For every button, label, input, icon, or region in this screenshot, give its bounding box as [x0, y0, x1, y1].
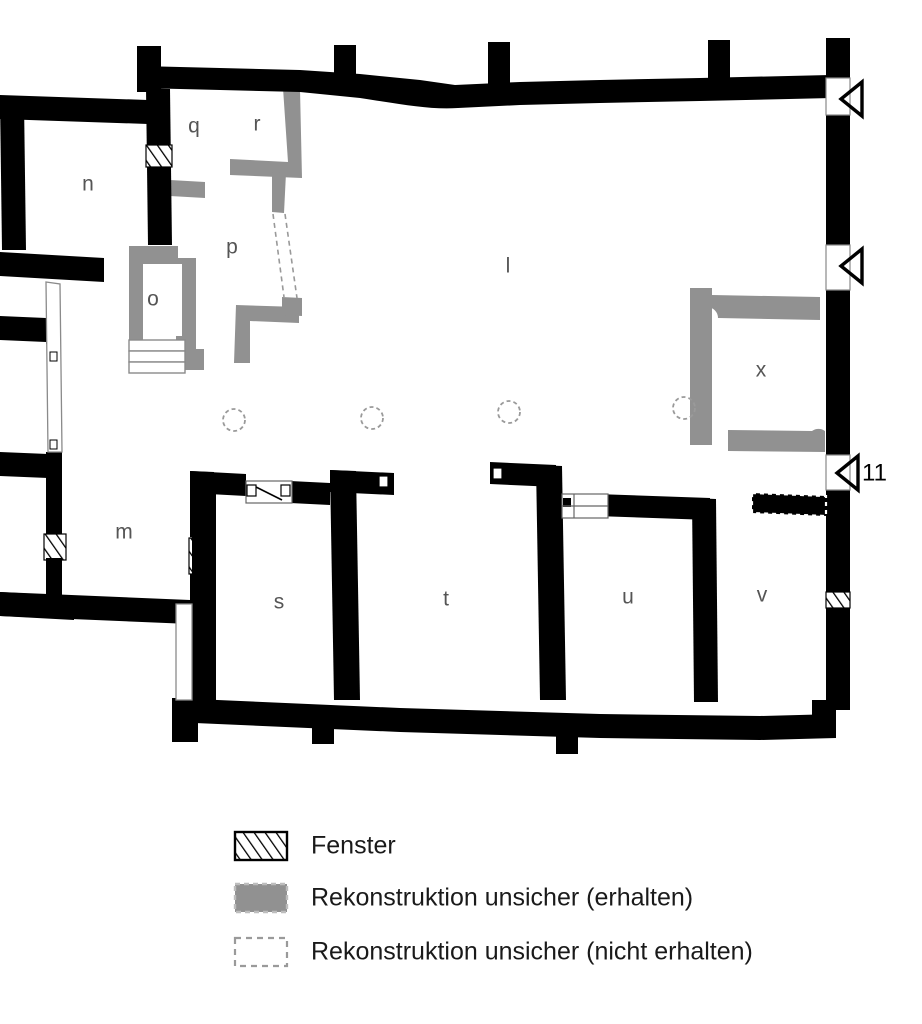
- legend-label-rekonstruktion-nicht-erhalten: Rekonstruktion unsicher (nicht erhalten): [311, 938, 753, 966]
- column-base: [672, 396, 696, 420]
- wall-east-segment-1: [826, 115, 850, 245]
- room-label-p: p: [226, 236, 238, 259]
- wall-s-north-west: [190, 471, 246, 496]
- room-label-x: x: [756, 359, 767, 382]
- window-m-west: [43, 533, 67, 561]
- column-base: [497, 400, 521, 424]
- legend-swatch-fenster: [233, 830, 289, 862]
- wall-p-terminus-uncertain: [282, 297, 302, 316]
- buttress-north-2: [488, 42, 510, 84]
- wall-s-north-east: [290, 481, 330, 505]
- room-label-m: m: [115, 521, 133, 544]
- room-labels-group: n q r p o l x m s t u v: [82, 113, 768, 614]
- column-base: [222, 408, 246, 432]
- wall-o-uncertain: [129, 246, 204, 370]
- wall-x-bottom-uncertain: [728, 428, 825, 452]
- buttress-south-3: [556, 734, 578, 754]
- wall-p-lower-uncertain: [234, 305, 299, 363]
- buttress-south-2: [312, 722, 334, 744]
- wall-t-u-divider: [536, 465, 566, 700]
- wall-m-south: [0, 592, 216, 625]
- wall-m-west-bottom: [46, 558, 62, 596]
- pivot-hole-s-left: [246, 484, 257, 497]
- room-label-n: n: [82, 173, 94, 196]
- entrance-arrow-middle-icon: [838, 245, 864, 287]
- pivot-hole-t-north: [492, 467, 503, 480]
- legend-label-rekonstruktion-erhalten: Rekonstruktion unsicher (erhalten): [311, 884, 693, 912]
- room-label-t: t: [443, 588, 449, 611]
- unpreserved-reconstruction-group: [272, 213, 298, 299]
- buttress-south-1: [172, 698, 198, 742]
- wall-s-t-top-return: [330, 470, 394, 495]
- entrance-label-eleven: 11: [862, 459, 887, 486]
- room-label-r: r: [254, 113, 261, 136]
- buttress-south-5: [812, 700, 836, 722]
- door-leaf-s: [255, 486, 283, 501]
- wall-q-stub-uncertain: [170, 180, 205, 198]
- wall-x-top-uncertain: [690, 288, 820, 320]
- legend-group: Fenster Rekonstruktion unsicher (erhalte…: [233, 830, 753, 968]
- wall-r-uncertain: [230, 88, 302, 178]
- wall-s-t-divider: [330, 470, 360, 700]
- wall-n-west: [0, 100, 26, 250]
- window-v-east: [825, 591, 851, 609]
- buttress-north-4: [826, 38, 850, 78]
- column-base: [360, 406, 384, 430]
- entrance-arrow-eleven-icon: [834, 452, 860, 494]
- buttress-north-1: [334, 45, 356, 75]
- corridor-m-south-outline: [175, 603, 193, 701]
- buttress-north-3: [708, 40, 730, 78]
- wall-east-segment-2: [826, 290, 850, 455]
- stair-step-3: [128, 361, 186, 374]
- pivot-hole-u: [563, 498, 571, 507]
- door-opening-middle: [825, 244, 851, 291]
- stair-step-2: [128, 350, 186, 363]
- buttress-north-west: [137, 46, 161, 92]
- stair-step-1: [128, 339, 186, 352]
- wall-m-west-lower: [46, 452, 62, 544]
- window-n-east: [145, 144, 173, 168]
- legend-label-fenster: Fenster: [311, 832, 396, 860]
- entrance-arrow-top-icon: [838, 78, 864, 120]
- room-label-s: s: [274, 591, 285, 614]
- wall-n-north: [0, 95, 148, 124]
- room-label-q: q: [188, 115, 200, 138]
- uncertain-walls-group: [129, 88, 825, 452]
- legend-swatch-rekonstruktion-nicht-erhalten: [233, 936, 289, 968]
- column-bases-group: [222, 396, 696, 432]
- staircase-o-group: [128, 339, 186, 374]
- wall-u-v-divider: [692, 498, 718, 702]
- wall-north-main: [140, 66, 832, 109]
- pivot-hole-corridor-top: [49, 351, 58, 362]
- wall-u-north: [596, 494, 710, 520]
- wall-v-north-dashed-edge: [750, 491, 828, 518]
- door-details-group: [245, 467, 609, 519]
- buttress-south-4: [680, 716, 702, 738]
- room-label-v: v: [757, 584, 768, 607]
- room-label-u: u: [622, 586, 634, 609]
- wall-west-stub-1: [0, 316, 46, 342]
- room-label-l: l: [506, 255, 511, 278]
- dashed-wall-p-r-right: [284, 213, 298, 299]
- entrance-markers-group: 11: [834, 78, 887, 494]
- pivot-hole-s-right: [280, 484, 291, 497]
- pivot-hole-st-return: [378, 475, 389, 488]
- preserved-walls-group: [0, 38, 851, 754]
- wall-west-stub-2: [0, 452, 48, 478]
- pivot-hole-corridor-bottom: [49, 439, 58, 450]
- dashed-wall-p-r-left: [272, 213, 285, 298]
- wall-r-dropper-uncertain: [272, 172, 286, 213]
- wall-x-left-uncertain: [690, 288, 712, 445]
- wall-south-main: [172, 698, 836, 740]
- corridor-west-outline: [45, 281, 63, 453]
- wall-n-south: [0, 252, 104, 282]
- wall-s-west: [192, 493, 216, 702]
- legend-swatch-rekonstruktion-erhalten: [233, 882, 289, 914]
- room-label-o: o: [147, 288, 159, 311]
